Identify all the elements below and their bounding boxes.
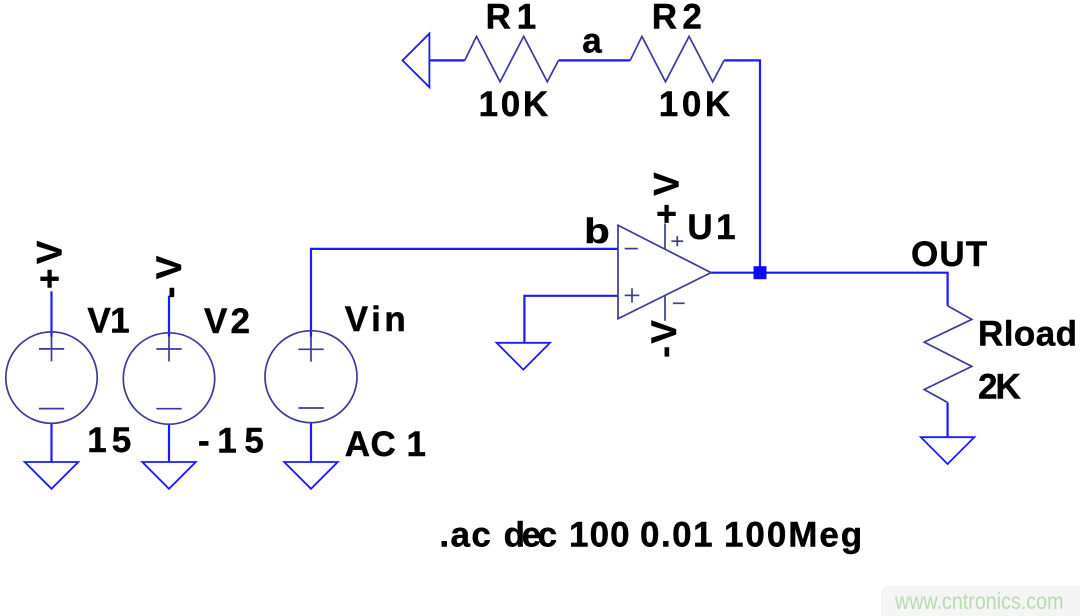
svg-text:10K: 10K [479,85,549,124]
svg-text:dec: dec [504,515,557,554]
svg-text:V2: V2 [204,302,250,341]
svg-text:OUT: OUT [911,235,987,274]
svg-text:+V: +V [31,240,70,289]
svg-text:.ac: .ac [439,515,490,554]
svg-text:V1: V1 [87,301,129,340]
svg-text:15: 15 [87,421,131,460]
svg-text:-V: -V [645,319,684,357]
svg-text:+V: +V [648,172,687,224]
svg-text:R2: R2 [652,0,702,37]
svg-text:R1: R1 [486,0,537,37]
svg-text:AC 1: AC 1 [345,425,426,464]
svg-text:-15: -15 [198,421,264,460]
svg-text:a: a [582,21,602,60]
svg-text:b: b [584,212,610,251]
svg-text:100Meg: 100Meg [724,515,862,554]
svg-text:Vin: Vin [345,300,406,339]
svg-text:2K: 2K [978,367,1021,406]
svg-text:U1: U1 [687,208,735,247]
svg-text:10K: 10K [659,85,730,124]
svg-text:Rload: Rload [978,315,1077,354]
svg-text:0.01: 0.01 [640,515,713,554]
svg-text:-V: -V [150,255,189,298]
svg-text:100: 100 [569,515,630,554]
